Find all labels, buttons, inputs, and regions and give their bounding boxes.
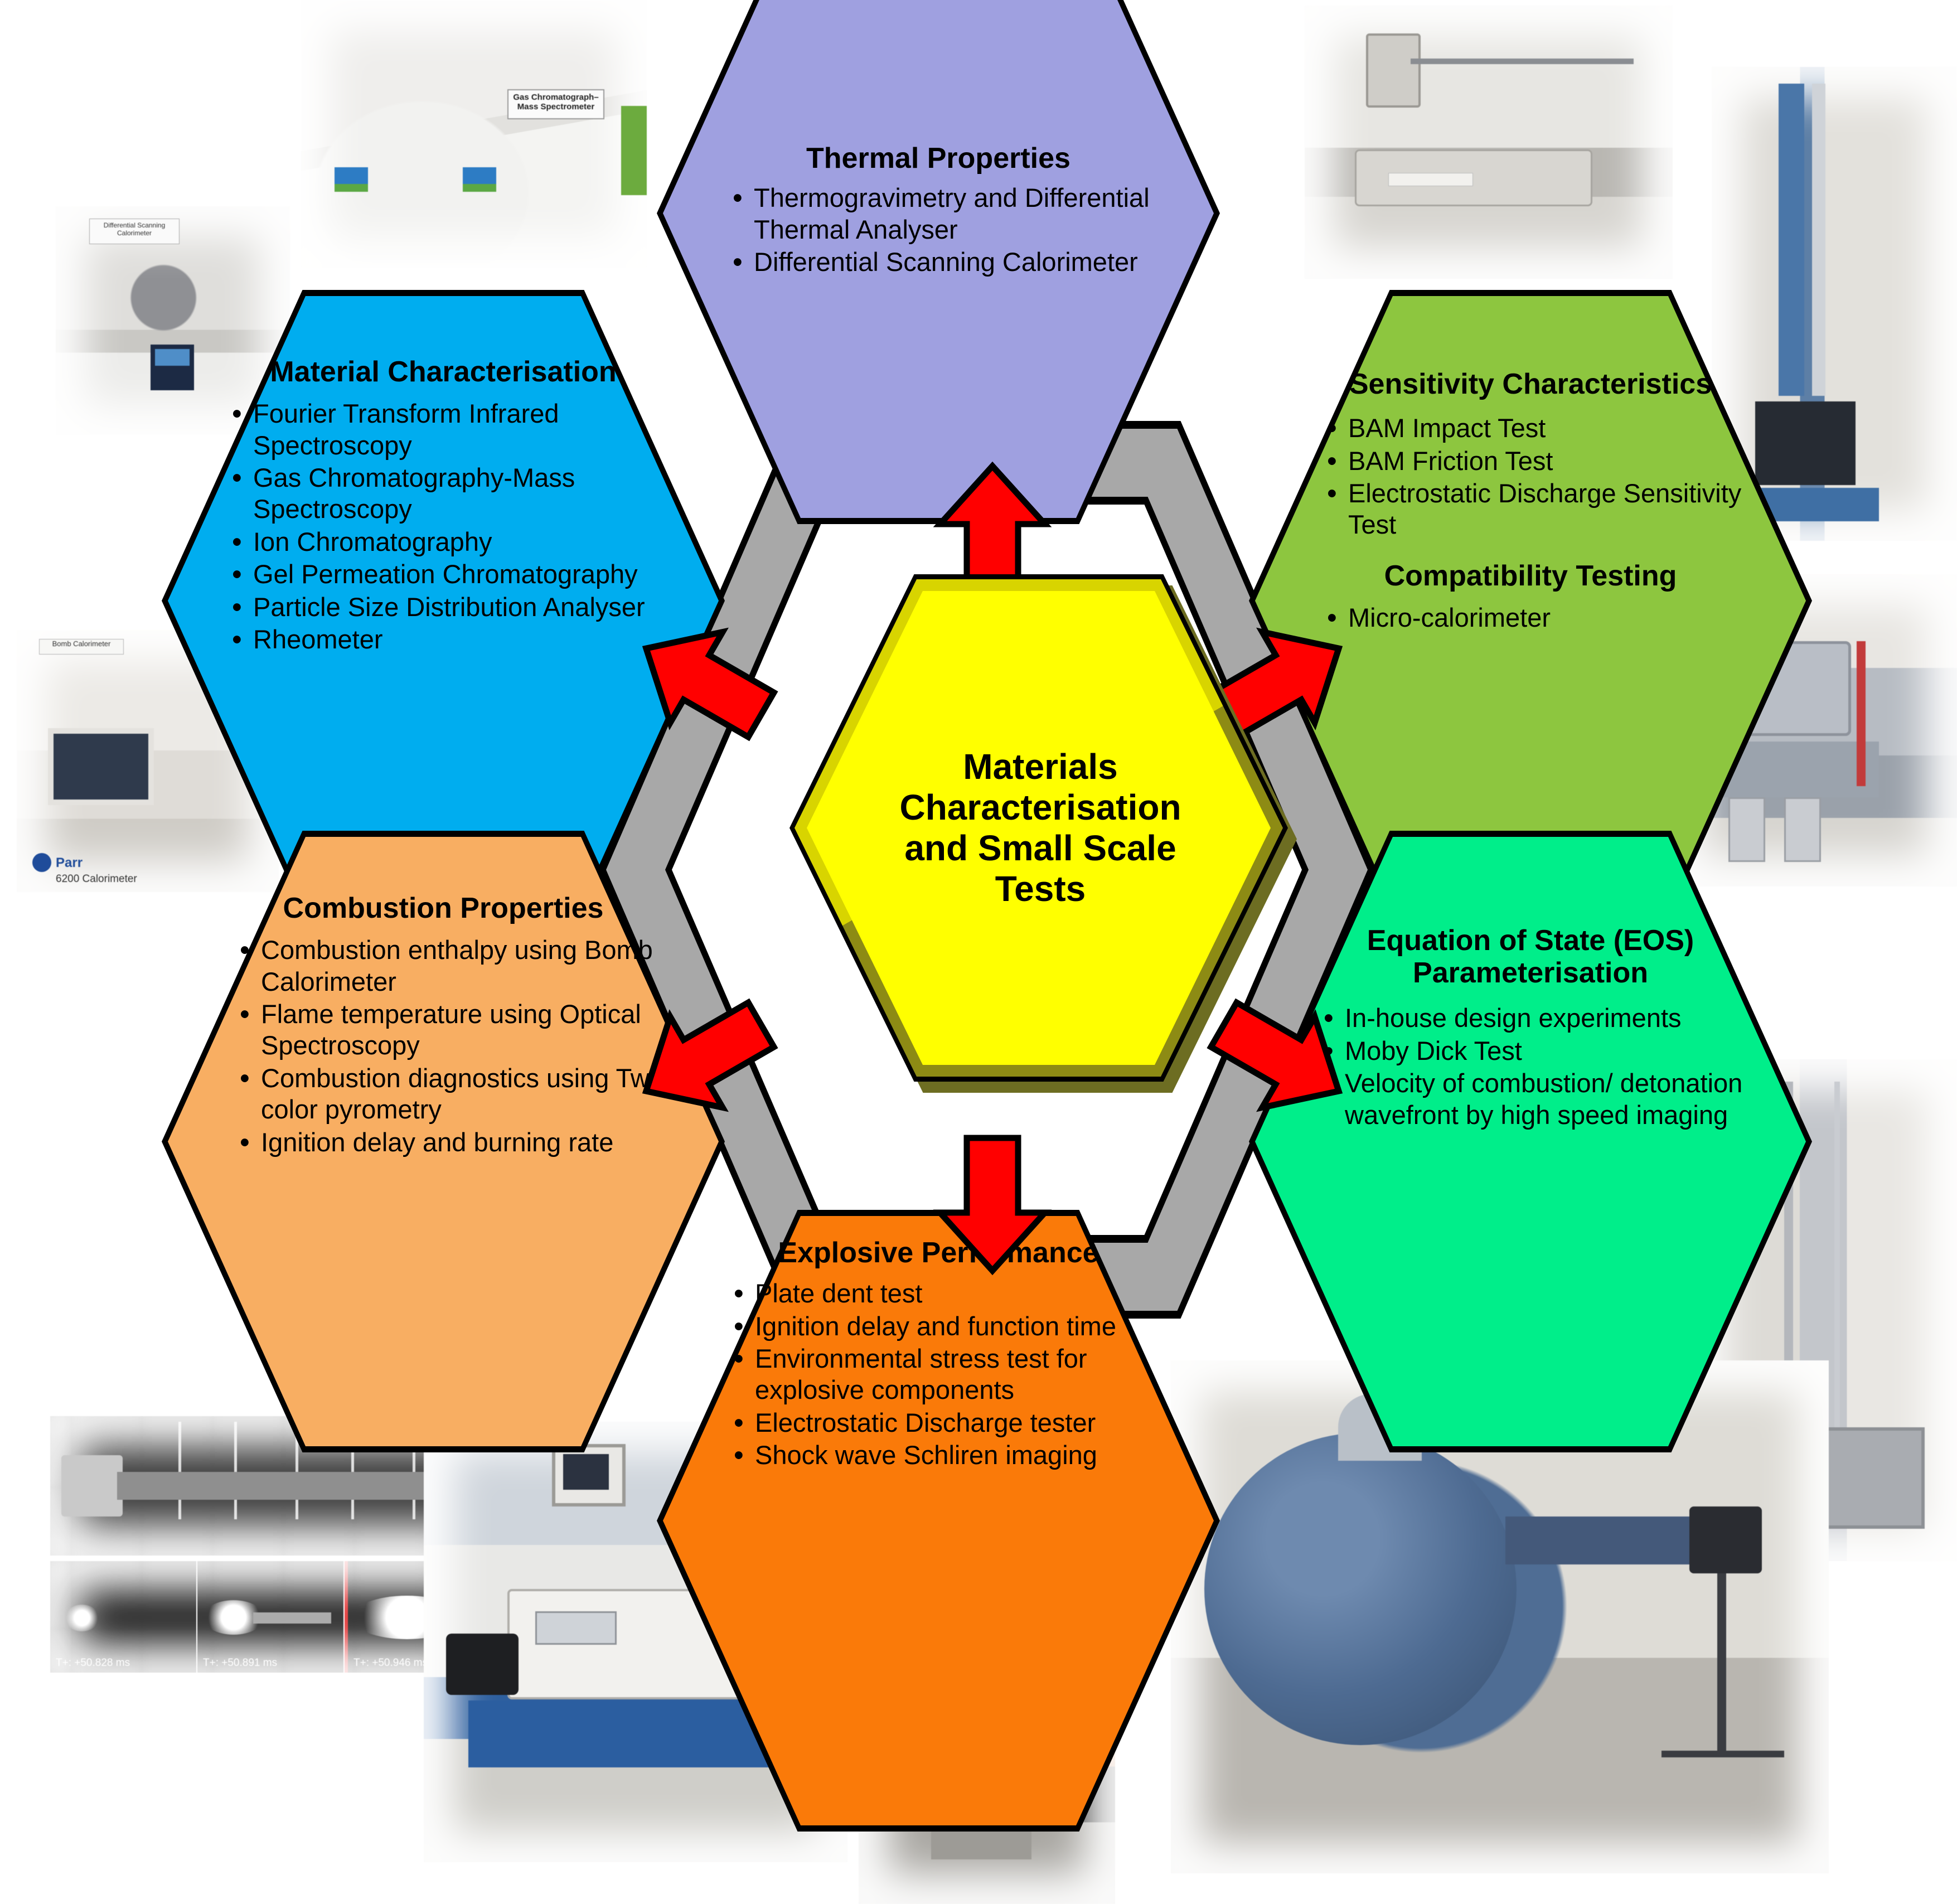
hexagon-item-list: Thermogravimetry and Differential Therma…: [706, 181, 1171, 279]
frame-timestamp: T+: +50.946 ms: [353, 1657, 428, 1669]
list-item: Flame temperature using Optical Spectros…: [235, 997, 685, 1062]
hexagon-thermal-properties[interactable]: Thermal Properties Thermogravimetry and …: [657, 0, 1220, 524]
hexagon-title: Combustion Properties: [283, 892, 604, 924]
hexagon-title: Equation of State (EOS) Parameterisation: [1367, 924, 1694, 990]
list-item: BAM Impact Test: [1323, 411, 1779, 445]
hexagon-title: Explosive Performance: [778, 1237, 1099, 1269]
list-item: Moby Dick Test: [1319, 1034, 1780, 1068]
list-item: Velocity of combustion/ detonation wavef…: [1319, 1067, 1780, 1131]
list-item: In-house design experiments: [1319, 1001, 1780, 1035]
list-item: Gel Permeation Chromatography: [227, 558, 685, 592]
photo-blast-chamber-and-camera: [1171, 1360, 1829, 1873]
list-item: Ignition delay and function time: [729, 1310, 1188, 1344]
arrow-to-combustion-properties: [630, 970, 792, 1137]
list-item: Electrostatic Discharge Sensitivity Test: [1323, 477, 1779, 541]
hexagon-item-list: In-house design experiments Moby Dick Te…: [1281, 1001, 1780, 1131]
frame-timestamp: T+: +50.828 ms: [56, 1657, 130, 1669]
photo-gcms-caption: Gas Chromatograph– Mass Spectrometer: [507, 89, 604, 119]
photo-bam-friction-tester: [1305, 6, 1673, 279]
hexagon-material-characterisation[interactable]: Material Characterisation Fourier Transf…: [162, 290, 725, 912]
hexagon-fill: [1255, 296, 1806, 905]
arrow-to-explosive-performance: [933, 1135, 1052, 1276]
list-item: Combustion diagnostics using Two-color p…: [235, 1062, 685, 1126]
hexagon-item-list: Fourier Transform Infrared Spectroscopy …: [202, 397, 685, 657]
hexagon-fill: [1255, 837, 1806, 1446]
hexagon-sensitivity-characteristics[interactable]: Sensitivity Characteristics BAM Impact T…: [1249, 290, 1812, 912]
arrow-to-material-characterisation: [630, 602, 792, 769]
list-item: Particle Size Distribution Analyser: [227, 590, 685, 624]
hexagon-item-list: Plate dent test Ignition delay and funct…: [689, 1277, 1188, 1472]
schlieren-frame-2: T+: +50.891 ms: [197, 1561, 345, 1673]
list-item: Shock wave Schliren imaging: [729, 1438, 1188, 1472]
list-item: Thermogravimetry and Differential Therma…: [728, 181, 1171, 245]
hexagon-combustion-properties[interactable]: Combustion Properties Combustion enthalp…: [162, 831, 725, 1452]
hexagon-item-list: BAM Impact Test BAM Friction Test Electr…: [1282, 411, 1779, 541]
hexagon-subtitle: Compatibility Testing: [1384, 559, 1677, 592]
photo-gc-mass-spectrometer: Gas Chromatograph– Mass Spectrometer: [301, 0, 647, 268]
list-item: Rheometer: [227, 623, 685, 657]
photo-differential-scanning-calorimeter: Differential Scanning Calorimeter: [56, 206, 290, 435]
photo-schlieren-frame-sequence: T+: +50.828 ms T+: +50.891 ms T+: +50.94…: [50, 1561, 496, 1673]
list-item: BAM Friction Test: [1323, 444, 1779, 478]
arrow-to-equation-of-state: [1193, 970, 1355, 1137]
list-item: Plate dent test: [729, 1277, 1188, 1311]
photo-dsc-caption: Differential Scanning Calorimeter: [89, 219, 180, 244]
frame-timestamp: T+: +50.891 ms: [203, 1657, 278, 1669]
hexagon-center-materials-characterisation[interactable]: Materials Characterisation and Small Sca…: [789, 574, 1297, 1093]
hexagon-title: Thermal Properties: [806, 142, 1070, 175]
list-item: Ignition delay and burning rate: [235, 1126, 685, 1160]
list-item: Gas Chromatography-Mass Spectroscopy: [227, 461, 685, 525]
hexagon-item-list: Combustion enthalpy using Bomb Calorimet…: [202, 933, 685, 1160]
photo-bomb-brand: Parr: [56, 855, 83, 870]
hexagon-subitem-list: Micro-calorimeter: [1282, 601, 1779, 635]
hexagon-equation-of-state[interactable]: Equation of State (EOS) Parameterisation…: [1249, 831, 1812, 1452]
list-item: Ion Chromatography: [227, 525, 685, 559]
list-item: Differential Scanning Calorimeter: [728, 245, 1171, 279]
list-item: Fourier Transform Infrared Spectroscopy: [227, 397, 685, 461]
center-hexagon-label: Materials Characterisation and Small Sca…: [899, 747, 1181, 909]
schlieren-frame-1: T+: +50.828 ms: [50, 1561, 198, 1673]
list-item: Environmental stress test for explosive …: [729, 1342, 1188, 1406]
photo-bomb-model: 6200 Calorimeter: [56, 873, 137, 885]
hexagon-explosive-performance[interactable]: Explosive Performance Plate dent test Ig…: [657, 1210, 1220, 1832]
hexagon-title: Sensitivity Characteristics: [1349, 368, 1712, 400]
list-item: Combustion enthalpy using Bomb Calorimet…: [235, 933, 685, 997]
list-item: Micro-calorimeter: [1323, 601, 1779, 635]
hexagon-title: Material Characterisation: [270, 356, 617, 388]
list-item: Electrostatic Discharge tester: [729, 1406, 1188, 1440]
